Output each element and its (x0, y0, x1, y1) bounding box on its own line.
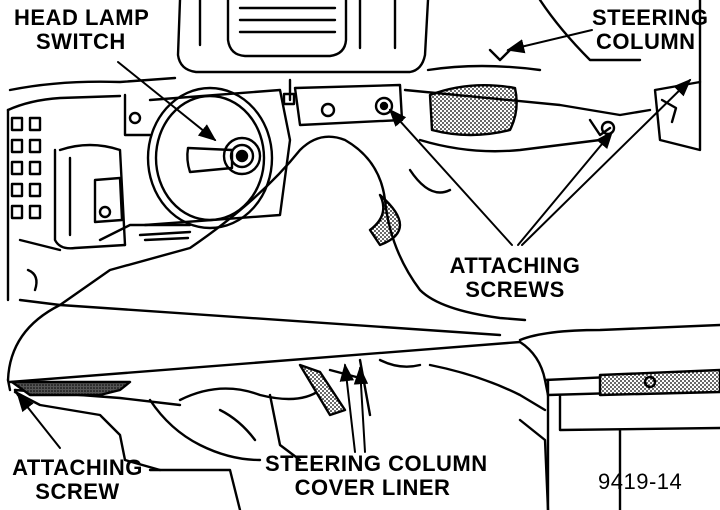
cover-liner-region (10, 358, 550, 510)
head-lamp-switch-bezel (93, 86, 292, 230)
steering-column-leader (506, 29, 593, 54)
leader-lines (16, 29, 692, 453)
attaching-screw-label: ATTACHING SCREW (10, 456, 145, 504)
cover-liner-label-line2: COVER LINER (294, 475, 451, 500)
head-lamp-switch-label-line1: HEAD LAMP (14, 5, 150, 30)
head-lamp-switch-leader (117, 61, 217, 142)
steering-column-cover-liner-label: STEERING COLUMN COVER LINER (265, 451, 488, 500)
attaching-screw-label-line1: ATTACHING (12, 455, 143, 480)
upper-mount-screws (282, 78, 404, 127)
attaching-screws-label: ATTACHING SCREWS (435, 254, 595, 302)
attaching-screw-leader (16, 393, 61, 449)
left-dash-panel (6, 94, 127, 307)
cover-liner-label-line1: STEERING COLUMN (265, 451, 488, 476)
attaching-screws-label-line1: ATTACHING (449, 253, 581, 278)
head-lamp-switch-label-line2: SWITCH (36, 29, 126, 54)
attaching-screws-leader-left (388, 108, 513, 246)
steering-column-label: STEERING COLUMN (592, 6, 708, 54)
attaching-screw-label-line2: SCREW (35, 479, 120, 504)
cover-liner-leader-right (353, 366, 369, 453)
attaching-screws-leader-right (521, 78, 692, 246)
steering-column-label-line2: COLUMN (596, 29, 696, 54)
figure-id: 9419-14 (598, 469, 683, 494)
attaching-screws-label-line2: SCREWS (465, 277, 565, 302)
steering-column-shroud (368, 0, 702, 247)
instrument-panel-top (8, 0, 542, 92)
attaching-screws-leader-mid (517, 130, 614, 246)
steering-column-label-line1: STEERING (592, 5, 709, 30)
head-lamp-switch-label: HEAD LAMP SWITCH (14, 6, 149, 54)
cover-liner-leader-left (339, 363, 356, 453)
